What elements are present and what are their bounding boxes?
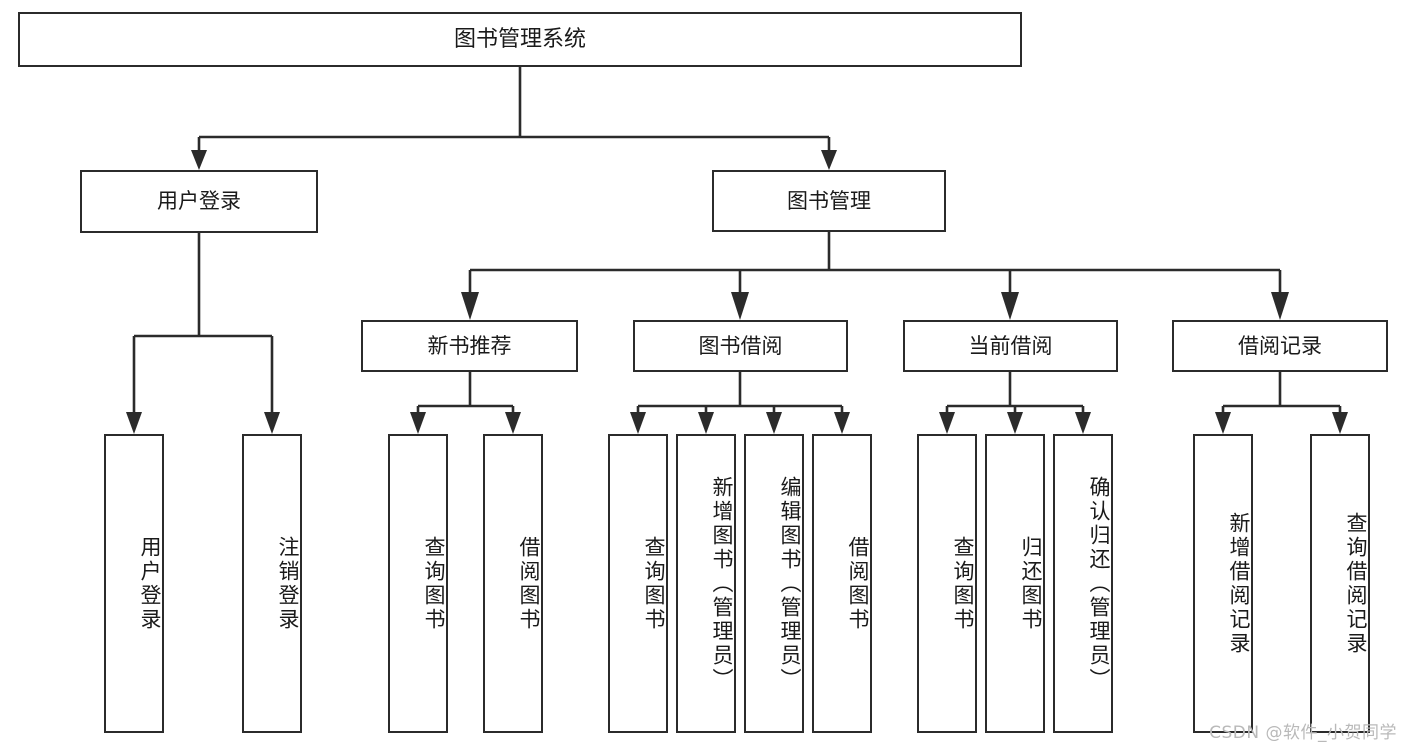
node-label: 图书管理系统 [453, 26, 586, 52]
node-label: 借阅图书 [846, 535, 870, 632]
node-borrow-record[interactable]: 借阅记录 [1172, 320, 1388, 372]
node-label: 查询图书 [422, 535, 446, 632]
node-label: 查询图书 [642, 535, 666, 632]
node-label: 借阅图书 [517, 535, 541, 632]
leaf-borrow-book-recommendation[interactable]: 借阅图书 [483, 434, 543, 733]
node-label: 注销登录 [276, 535, 300, 632]
leaf-confirm-return-admin[interactable]: 确认归还（管理员） [1053, 434, 1113, 733]
node-label: 确认归还（管理员） [1087, 475, 1111, 692]
node-label: 查询借阅记录 [1344, 511, 1368, 656]
node-label: 归还图书 [1019, 535, 1043, 632]
node-label: 新增借阅记录 [1227, 511, 1251, 656]
node-label: 图书管理 [787, 188, 871, 213]
node-label: 用户登录 [157, 189, 241, 214]
leaf-query-book-recommendation[interactable]: 查询图书 [388, 434, 448, 733]
node-label: 新书推荐 [427, 333, 512, 358]
leaf-return-book[interactable]: 归还图书 [985, 434, 1045, 733]
node-label: 用户登录 [138, 535, 162, 632]
node-label: 编辑图书（管理员） [778, 475, 802, 692]
node-user-login[interactable]: 用户登录 [80, 170, 318, 233]
node-label: 新增图书（管理员） [710, 475, 734, 692]
leaf-logout[interactable]: 注销登录 [242, 434, 302, 733]
leaf-add-book-admin[interactable]: 新增图书（管理员） [676, 434, 736, 733]
node-label: 查询图书 [951, 535, 975, 632]
node-new-book-recommendation[interactable]: 新书推荐 [361, 320, 578, 372]
leaf-query-book[interactable]: 查询图书 [608, 434, 668, 733]
leaf-edit-book-admin[interactable]: 编辑图书（管理员） [744, 434, 804, 733]
node-book-management[interactable]: 图书管理 [712, 170, 946, 232]
leaf-user-login[interactable]: 用户登录 [104, 434, 164, 733]
node-label: 图书借阅 [698, 333, 783, 358]
leaf-borrow-book[interactable]: 借阅图书 [812, 434, 872, 733]
node-label: 借阅记录 [1238, 333, 1322, 358]
leaf-query-book-current[interactable]: 查询图书 [917, 434, 977, 733]
leaf-add-borrow-record[interactable]: 新增借阅记录 [1193, 434, 1253, 733]
node-current-borrow[interactable]: 当前借阅 [903, 320, 1118, 372]
node-book-borrow[interactable]: 图书借阅 [633, 320, 848, 372]
leaf-query-borrow-record[interactable]: 查询借阅记录 [1310, 434, 1370, 733]
node-root-book-management-system[interactable]: 图书管理系统 [18, 12, 1022, 67]
node-label: 当前借阅 [968, 333, 1053, 358]
